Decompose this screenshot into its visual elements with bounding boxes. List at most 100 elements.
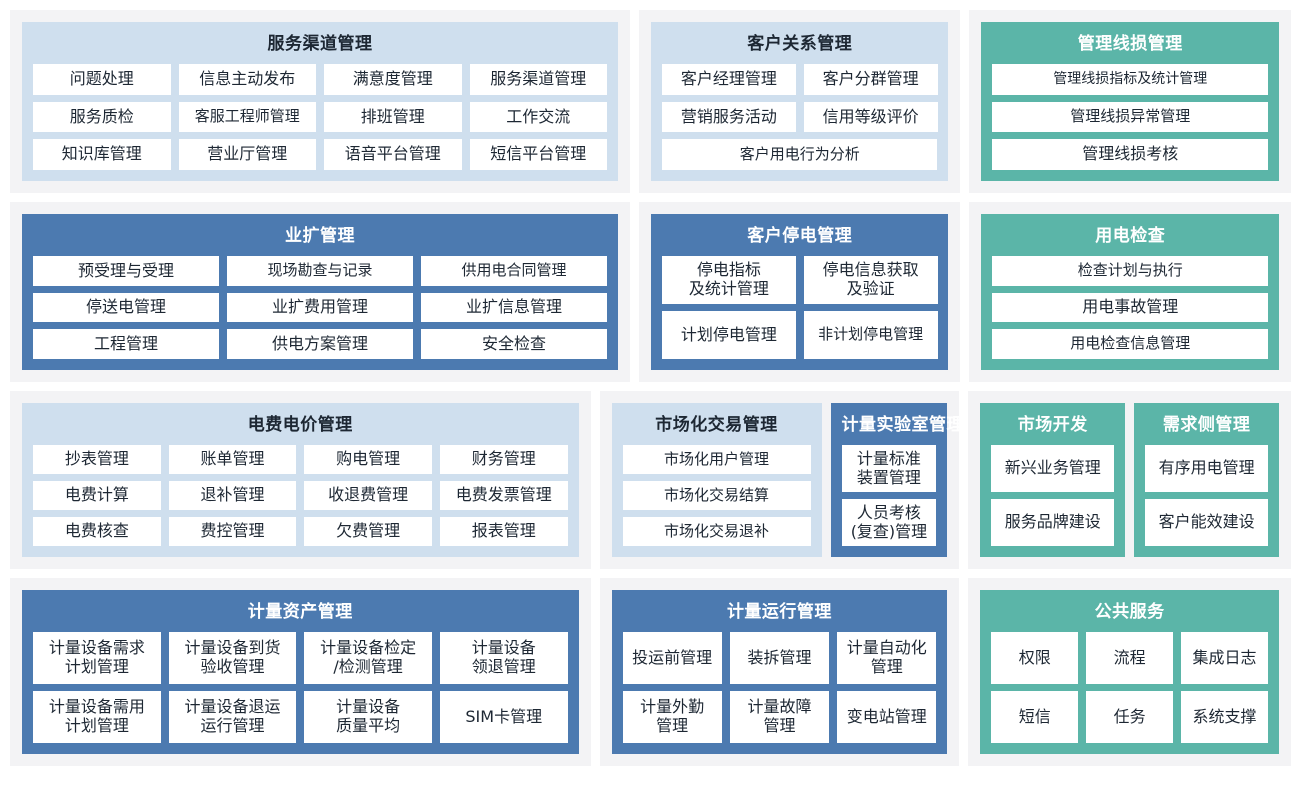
module-cell[interactable]: 计量设备 领退管理 — [439, 632, 568, 685]
panel-3-2-2-title: 计量实验室管理 — [841, 415, 965, 435]
module-cell[interactable]: 营销服务活动 — [661, 101, 796, 133]
module-cell[interactable]: 服务渠道管理 — [469, 64, 607, 95]
module-cell[interactable]: 市场化交易退补 — [622, 517, 811, 547]
module-cell[interactable]: 短信 — [991, 691, 1079, 743]
module-cell[interactable]: 客服工程师管理 — [178, 101, 316, 133]
module-cell[interactable]: 客户能效建设 — [1145, 499, 1269, 546]
module-cell[interactable]: 知识库管理 — [33, 139, 171, 170]
module-cell[interactable]: 计划停电管理 — [661, 311, 796, 359]
panel-1-3-1-grid-row: 管理线损异常管理 — [992, 101, 1268, 133]
module-cell[interactable]: 投运前管理 — [622, 632, 722, 685]
module-cell[interactable]: 市场化用户管理 — [622, 445, 811, 475]
panel-group-r2-c1: 业扩管理预受理与受理现场勘查与记录供用电合同管理停送电管理业扩费用管理业扩信息管… — [10, 202, 630, 382]
module-cell[interactable]: 安全检查 — [420, 329, 607, 359]
panel-4-1-1: 计量资产管理计量设备需求 计划管理计量设备到货 验收管理计量设备检定 /检测管理… — [22, 590, 579, 754]
module-cell[interactable]: 信息主动发布 — [178, 64, 316, 95]
module-cell[interactable]: 用电事故管理 — [992, 292, 1268, 323]
module-cell[interactable]: 账单管理 — [168, 445, 297, 475]
module-cell[interactable]: 财务管理 — [439, 445, 568, 475]
panel-2-1-1-body: 预受理与受理现场勘查与记录供用电合同管理停送电管理业扩费用管理业扩信息管理工程管… — [33, 256, 607, 359]
panel-2-2-1-grid-row: 停电指标 及统计管理停电信息获取 及验证 — [661, 256, 938, 305]
module-cell[interactable]: 电费计算 — [33, 481, 161, 511]
module-cell[interactable]: 用电检查信息管理 — [992, 329, 1268, 359]
module-cell[interactable]: 计量自动化 管理 — [837, 632, 937, 685]
module-cell[interactable]: 抄表管理 — [33, 445, 161, 475]
panel-3-2-1-grid-row: 市场化用户管理 — [622, 445, 811, 475]
module-cell[interactable]: 短信平台管理 — [469, 139, 607, 170]
module-cell[interactable]: 计量设备检定 /检测管理 — [304, 632, 432, 685]
module-cell[interactable]: 任务 — [1086, 691, 1174, 743]
module-cell[interactable]: 报表管理 — [439, 517, 568, 547]
module-cell[interactable]: 变电站管理 — [837, 691, 937, 743]
module-cell[interactable]: 业扩费用管理 — [226, 292, 413, 323]
panel-3-3-1-grid-row: 服务品牌建设 — [991, 499, 1115, 546]
module-cell[interactable]: 收退费管理 — [304, 481, 432, 511]
module-cell[interactable]: 市场化交易结算 — [622, 481, 811, 511]
panel-4-1-1-body: 计量设备需求 计划管理计量设备到货 验收管理计量设备检定 /检测管理计量设备 领… — [33, 632, 568, 743]
module-cell[interactable]: 管理线损异常管理 — [992, 101, 1268, 133]
module-cell[interactable]: 检查计划与执行 — [992, 256, 1268, 286]
module-cell[interactable]: 装拆管理 — [729, 632, 830, 685]
module-cell[interactable]: 停电指标 及统计管理 — [661, 256, 796, 305]
module-cell[interactable]: 退补管理 — [168, 481, 297, 511]
panel-group-r1-c2: 客户关系管理客户经理管理客户分群管理营销服务活动信用等级评价客户用电行为分析 — [638, 10, 961, 193]
panel-2-2-1-title: 客户停电管理 — [747, 226, 853, 246]
panel-1-2-1-grid-row: 客户用电行为分析 — [661, 139, 938, 170]
module-cell[interactable]: 计量设备退运 运行管理 — [168, 691, 297, 743]
panel-2-1-1-grid-row: 停送电管理业扩费用管理业扩信息管理 — [33, 292, 607, 323]
module-cell[interactable]: 业扩信息管理 — [420, 292, 607, 323]
module-cell[interactable]: 计量设备需求 计划管理 — [33, 632, 161, 685]
module-cell[interactable]: 计量设备需用 计划管理 — [33, 691, 161, 743]
module-cell[interactable]: 非计划停电管理 — [803, 311, 938, 359]
panel-3-1-1-grid-row: 电费计算退补管理收退费管理电费发票管理 — [33, 481, 568, 511]
module-cell[interactable]: 客户分群管理 — [803, 64, 938, 95]
module-cell[interactable]: SIM卡管理 — [439, 691, 568, 743]
panel-2-3-1-grid-row: 用电事故管理 — [992, 292, 1268, 323]
module-cell[interactable]: 集成日志 — [1181, 632, 1268, 685]
panel-1-3-1-grid-row: 管理线损指标及统计管理 — [992, 64, 1268, 95]
module-cell[interactable]: 停送电管理 — [33, 292, 219, 323]
module-cell[interactable]: 排班管理 — [324, 101, 462, 133]
module-cell[interactable]: 计量故障 管理 — [729, 691, 830, 743]
module-cell[interactable]: 满意度管理 — [324, 64, 462, 95]
module-cell[interactable]: 信用等级评价 — [803, 101, 938, 133]
module-cell[interactable]: 电费发票管理 — [439, 481, 568, 511]
module-cell[interactable]: 营业厅管理 — [178, 139, 316, 170]
module-cell[interactable]: 服务质检 — [33, 101, 171, 133]
module-cell[interactable]: 流程 — [1086, 632, 1174, 685]
module-cell[interactable]: 管理线损考核 — [992, 139, 1268, 170]
module-cell[interactable]: 客户用电行为分析 — [661, 139, 938, 170]
module-cell[interactable]: 有序用电管理 — [1145, 445, 1269, 493]
module-cell[interactable]: 购电管理 — [304, 445, 432, 475]
module-cell[interactable]: 供用电合同管理 — [420, 256, 607, 286]
module-cell[interactable]: 新兴业务管理 — [991, 445, 1115, 493]
module-cell[interactable]: 电费核查 — [33, 517, 161, 547]
panel-4-2-1-grid-row: 投运前管理装拆管理计量自动化 管理 — [622, 632, 937, 685]
module-cell[interactable]: 欠费管理 — [304, 517, 432, 547]
module-cell[interactable]: 工程管理 — [33, 329, 219, 359]
panel-1-2-1-grid-row: 营销服务活动信用等级评价 — [661, 101, 938, 133]
module-cell[interactable]: 现场勘查与记录 — [226, 256, 413, 286]
module-cell[interactable]: 系统支撑 — [1181, 691, 1268, 743]
module-cell[interactable]: 服务品牌建设 — [991, 499, 1115, 546]
module-cell[interactable]: 停电信息获取 及验证 — [803, 256, 938, 305]
module-cell[interactable]: 语音平台管理 — [324, 139, 462, 170]
module-cell[interactable]: 工作交流 — [469, 101, 607, 133]
module-cell[interactable]: 计量设备到货 验收管理 — [168, 632, 297, 685]
module-cell[interactable]: 问题处理 — [33, 64, 171, 95]
module-cell[interactable]: 权限 — [991, 632, 1079, 685]
panel-3-2-2: 计量实验室管理计量标准 装置管理人员考核 (复查)管理 — [830, 403, 965, 557]
module-cell[interactable]: 预受理与受理 — [33, 256, 219, 286]
panel-3-2-2-body: 计量标准 装置管理人员考核 (复查)管理 — [841, 445, 937, 546]
module-cell[interactable]: 计量设备 质量平均 — [304, 691, 432, 743]
module-cell[interactable]: 计量标准 装置管理 — [841, 445, 937, 493]
module-cell[interactable]: 计量外勤 管理 — [622, 691, 722, 743]
module-cell[interactable]: 人员考核 (复查)管理 — [841, 499, 937, 546]
panel-4-1-1-title: 计量资产管理 — [247, 602, 353, 622]
panel-group-r1-c1: 服务渠道管理问题处理信息主动发布满意度管理服务渠道管理服务质检客服工程师管理排班… — [10, 10, 630, 193]
module-cell[interactable]: 客户经理管理 — [661, 64, 796, 95]
module-cell[interactable]: 供电方案管理 — [226, 329, 413, 359]
module-cell[interactable]: 费控管理 — [168, 517, 297, 547]
module-cell[interactable]: 管理线损指标及统计管理 — [992, 64, 1268, 95]
